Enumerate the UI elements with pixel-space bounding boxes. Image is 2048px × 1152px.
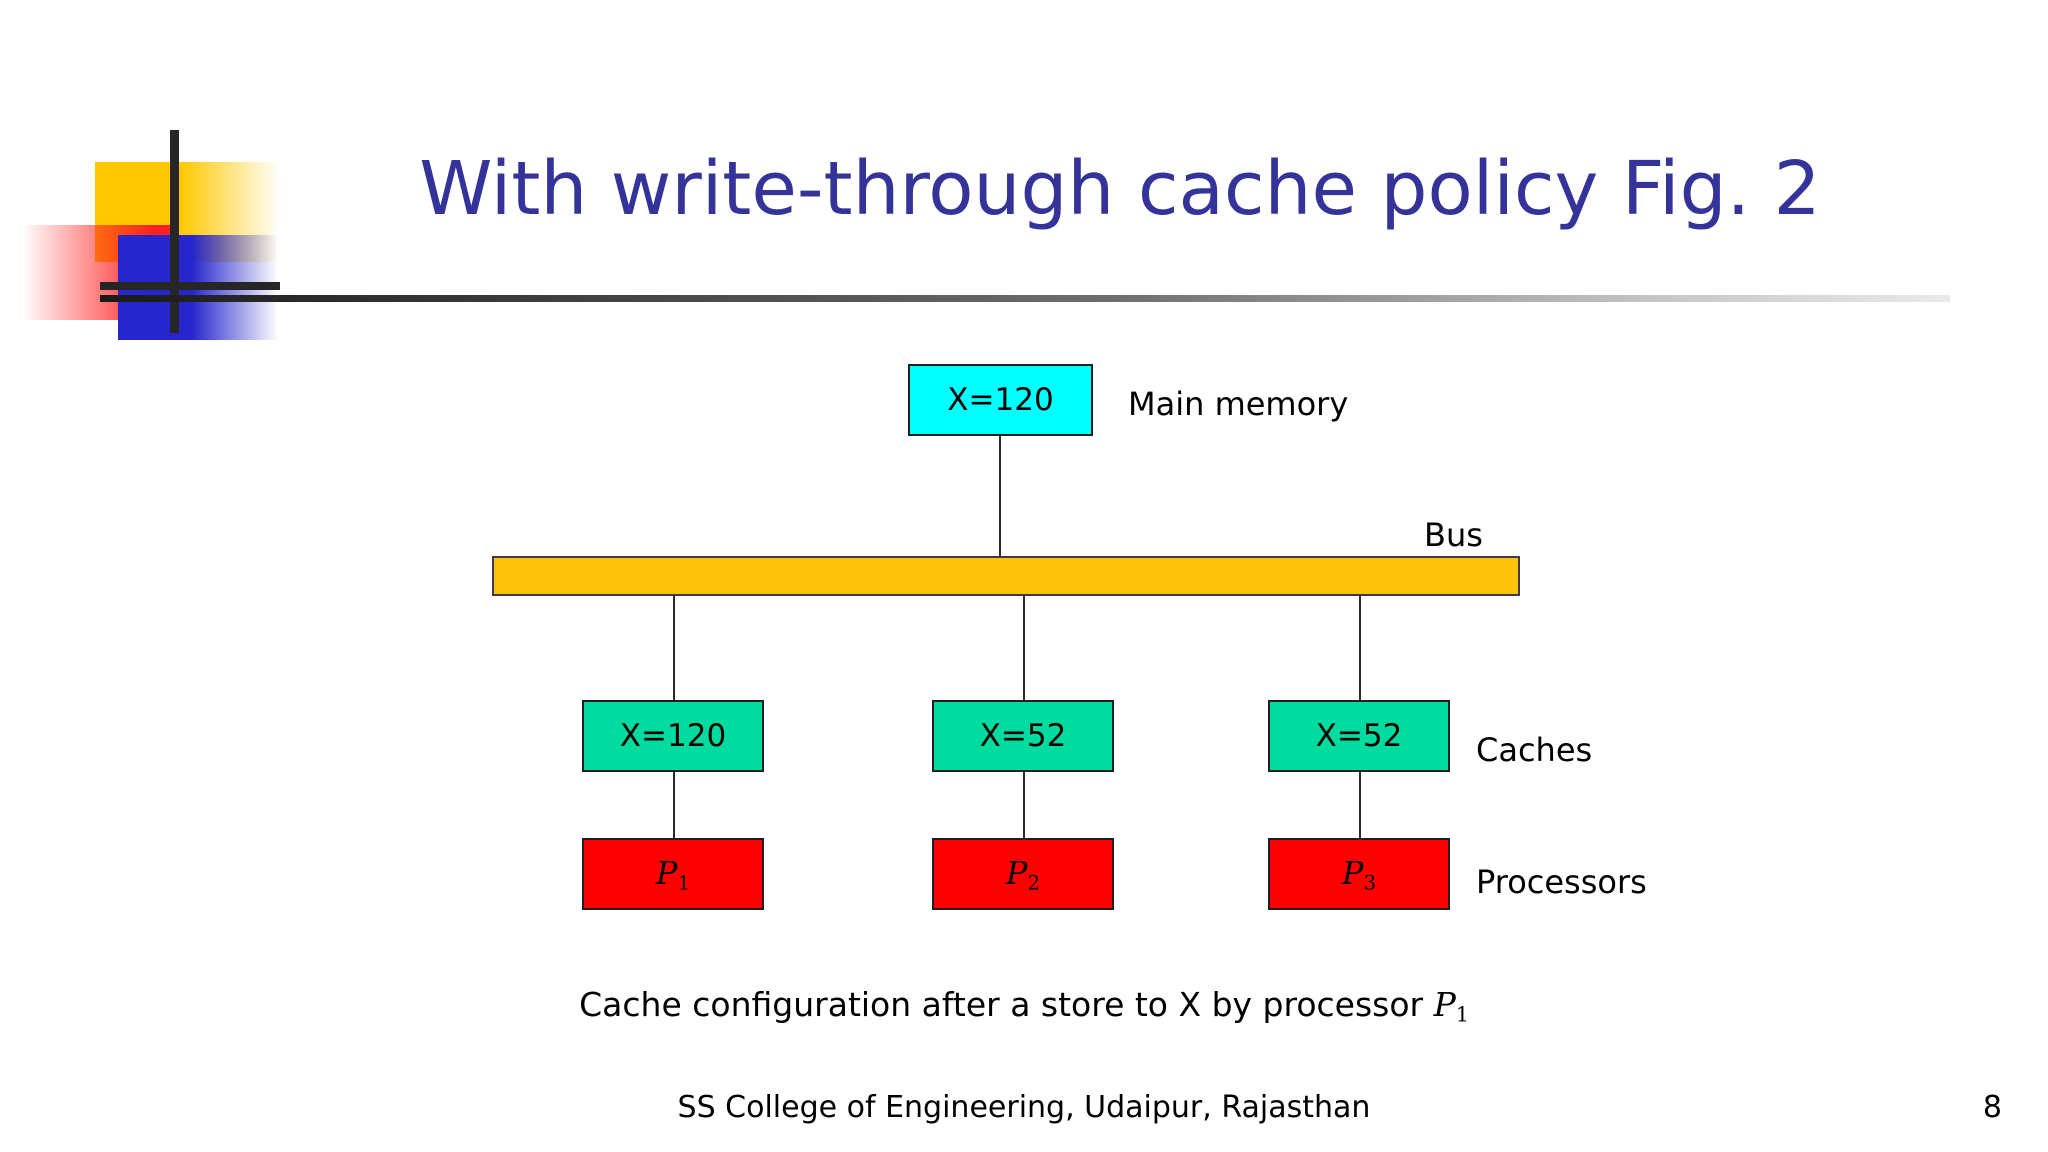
main-memory-label: Main memory: [1128, 385, 1349, 423]
logo-horizontal-bar: [100, 282, 280, 290]
title-divider-rule: [100, 295, 1950, 302]
connector-bus-to-cache-3: [1359, 596, 1361, 700]
processor-box-2: P2: [932, 838, 1114, 910]
processor-box-3: P3: [1268, 838, 1450, 910]
main-memory-value: X=120: [947, 382, 1054, 418]
processor-label-2: P2: [1005, 853, 1041, 895]
cache-box-1: X=120: [582, 700, 764, 772]
caption-processor-symbol: P1: [1433, 985, 1469, 1027]
caption-text: Cache configuration after a store to X b…: [579, 985, 1424, 1024]
connector-memory-to-bus: [999, 436, 1001, 556]
bus-label: Bus: [1424, 516, 1483, 554]
cache-box-3: X=52: [1268, 700, 1450, 772]
cache-value-3: X=52: [1315, 718, 1403, 754]
processor-box-1: P1: [582, 838, 764, 910]
processor-label-1: P1: [655, 853, 691, 895]
slide-logo-decoration: [0, 130, 300, 350]
connector-cache-to-processor-2: [1023, 772, 1025, 838]
cache-value-1: X=120: [619, 718, 727, 754]
slide-page-number: 8: [1982, 1090, 2002, 1125]
slide-footer: SS College of Engineering, Udaipur, Raja…: [677, 1090, 1371, 1125]
connector-bus-to-cache-2: [1023, 596, 1025, 700]
diagram-caption: Cache configuration after a store to X b…: [0, 985, 2048, 1027]
caches-label: Caches: [1476, 731, 1593, 769]
connector-cache-to-processor-1: [673, 772, 675, 838]
processor-label-3: P3: [1341, 853, 1377, 895]
main-memory-box: X=120: [908, 364, 1093, 436]
logo-vertical-bar: [170, 130, 179, 333]
cache-value-2: X=52: [979, 718, 1067, 754]
connector-bus-to-cache-1: [673, 596, 675, 700]
bus-bar: [492, 556, 1520, 596]
processors-label: Processors: [1476, 863, 1647, 901]
cache-box-2: X=52: [932, 700, 1114, 772]
connector-cache-to-processor-3: [1359, 772, 1361, 838]
slide-title: With write-through cache policy Fig. 2: [419, 146, 1821, 232]
